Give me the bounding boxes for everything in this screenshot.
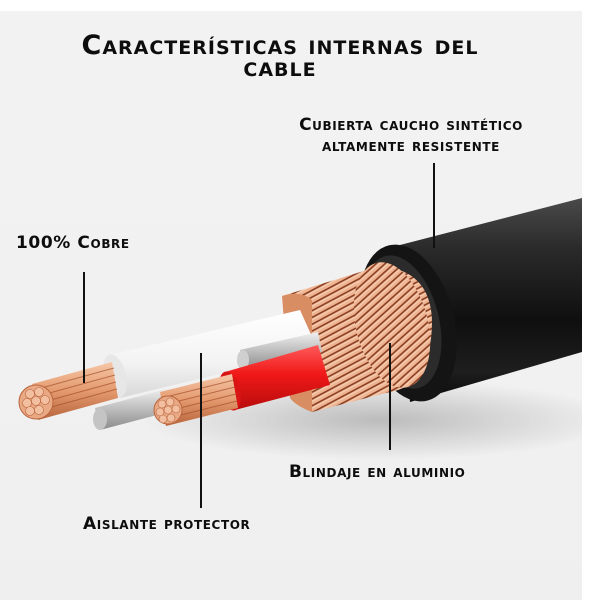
leader-line-blindaje (389, 343, 391, 450)
page-title: Características internas del cable (0, 30, 560, 83)
leader-line-cobre (83, 272, 85, 383)
leader-line-aislante (200, 353, 202, 508)
label-cubierta: Cubierta caucho sintético altamente resi… (238, 115, 582, 157)
infographic-panel: Características internas del cable Cubie… (0, 11, 582, 600)
label-aislante: Aislante protector (83, 514, 251, 534)
label-blindaje: Blindaje en aluminio (289, 462, 466, 482)
label-cobre: 100% Cobre (16, 233, 130, 253)
label-cubierta-line-1: Cubierta caucho sintético (299, 115, 523, 135)
cable-cross-section-illustration (18, 198, 582, 460)
leader-line-cubierta (433, 163, 435, 248)
label-cubierta-line-2: altamente resistente (322, 136, 500, 156)
title-line-2: cable (243, 52, 317, 83)
title-line-1: Características internas del (81, 30, 479, 61)
